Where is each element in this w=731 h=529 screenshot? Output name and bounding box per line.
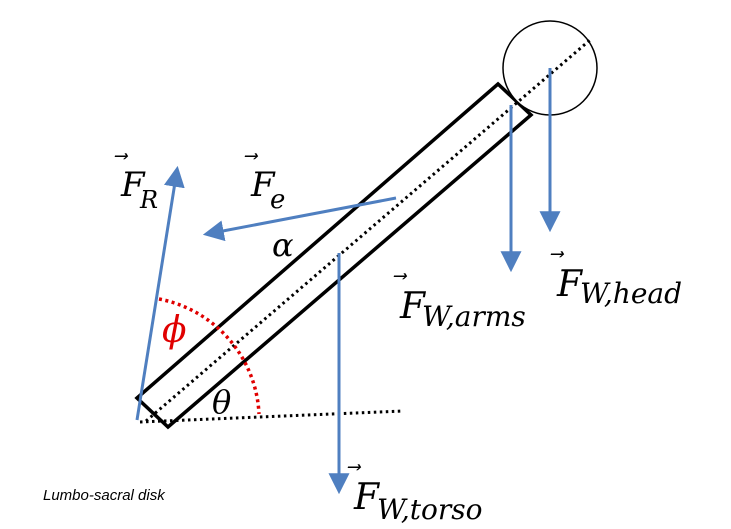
f-r-subscript: R <box>139 186 158 214</box>
alpha-label: α <box>272 226 294 264</box>
phi-label: ϕ <box>162 310 187 351</box>
f-w-torso-symbol: F <box>353 477 381 518</box>
f-w-arms-vector-arrow: ⃗ <box>393 273 408 280</box>
lumbo-sacral-caption: Lumbo-sacral disk <box>43 487 166 504</box>
erector-force-arrow <box>202 196 397 242</box>
label-f-r: F ⃗ R <box>114 153 158 214</box>
label-f-e: F ⃗ e <box>244 153 285 215</box>
reaction-force-arrow <box>135 165 185 421</box>
f-e-subscript: e <box>270 185 285 215</box>
f-e-vector-arrow: ⃗ <box>244 153 259 160</box>
f-w-arms-subscript: W,arms <box>422 300 526 333</box>
spine-axis-dotted <box>145 38 591 423</box>
f-w-torso-subscript: W,torso <box>377 493 483 526</box>
f-w-head-subscript: W,head <box>580 277 682 310</box>
label-f-w-arms: F ⃗ W,arms <box>393 273 526 333</box>
theta-label: θ <box>212 383 231 421</box>
f-r-symbol: F <box>120 165 146 205</box>
torso-beam <box>134 81 534 430</box>
f-w-torso-vector-arrow: ⃗ <box>347 464 362 471</box>
f-w-arms-symbol: F <box>399 286 427 327</box>
horizontal-reference-dotted <box>139 409 404 424</box>
label-f-w-torso: F ⃗ W,torso <box>347 464 483 526</box>
phi-angle-arc <box>158 297 261 415</box>
f-w-head-vector-arrow: ⃗ <box>550 251 565 258</box>
label-f-w-head: F ⃗ W,head <box>550 251 682 310</box>
f-r-vector-arrow: ⃗ <box>114 153 129 160</box>
f-w-head-symbol: F <box>556 264 584 305</box>
f-e-symbol: F <box>250 165 276 205</box>
